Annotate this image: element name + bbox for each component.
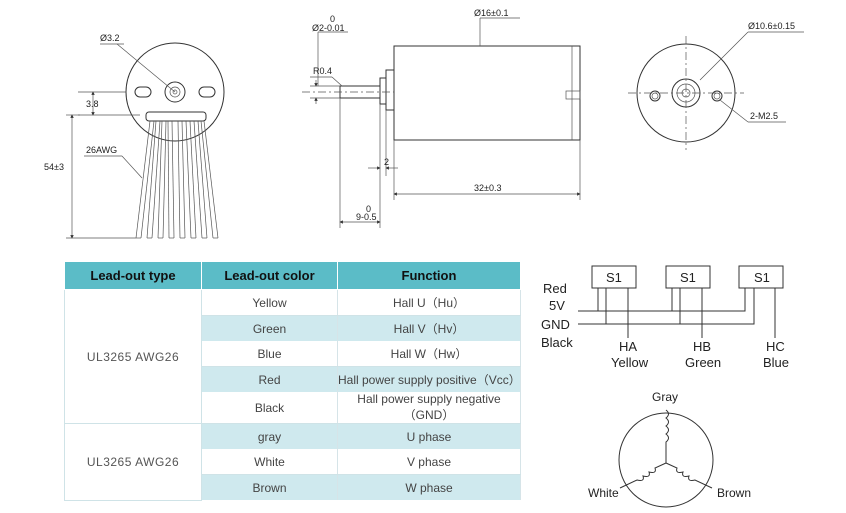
lead-function-cell: Hall W（Hw） [337,341,521,367]
wire-label-gnd: GND [541,317,570,332]
lead-function-cell: Hall power supply negative（GND） [337,392,521,424]
output-code-hb: HB [693,339,711,354]
dim-offset: 3.8 [86,99,99,109]
table-row: UL3265 AWG26 Yellow Hall U（Hu） [64,289,521,424]
output-color-green: Green [685,355,721,370]
table-row: Black Hall power supply negative（GND） [65,392,521,424]
dim-shaft-length-upper: 0 [366,204,371,214]
winding-v [619,462,667,489]
lead-color-cell: Yellow [201,289,338,316]
lead-wires [135,111,219,239]
table-row: Green Hall V（Hv） [65,315,521,341]
lead-function-cell: Hall V（Hv） [337,315,521,341]
hall-wiring-diagram: S1 S1 S1 Red 5V GND Black HA Yellow HB G… [541,265,789,370]
phase-label-left: White [588,486,619,500]
table-row: White V phase [65,449,521,475]
wire-label-black: Black [541,335,573,350]
dim-body-dia: Ø16±0.1 [474,8,508,18]
phase-label-top: Gray [652,390,678,404]
dim-radius: R0.4 [313,66,332,76]
stator-circle [618,412,714,508]
header-lead-out-type: Lead-out type [64,261,202,290]
header-lead-out-color: Lead-out color [201,261,338,290]
output-color-blue: Blue [763,355,789,370]
dim-hole-dia: Ø3.2 [100,33,120,43]
lead-function-cell: W phase [337,474,521,500]
output-color-yellow: Yellow [611,355,649,370]
dim-body-length: 32±0.3 [474,183,501,193]
lead-color-cell: Blue [201,341,338,367]
lead-function-cell: Hall power supply positive（Vcc） [337,366,521,392]
lead-function-cell: U phase [337,423,521,449]
hall-sensor-box-a [591,265,637,289]
hall-sensor-box-c [738,265,784,289]
motor-body [393,45,581,141]
sensor-label-a: S1 [606,270,622,285]
winding-u [665,409,669,463]
lead-color-cell: gray [201,423,338,449]
lead-color-cell: White [201,449,338,475]
screw-hole-right [711,90,723,102]
left-end-view: Ø3.2 3.8 26AWG [44,33,225,239]
output-code-hc: HC [766,339,785,354]
sensor-label-b: S1 [680,270,696,285]
lead-function-cell: Hall U（Hu） [337,289,521,316]
table-row: UL3265 AWG26 gray U phase [64,423,521,501]
dim-shaft-dia-upper: 0 [330,14,335,24]
lead-color-cell: Black [201,392,338,424]
lead-color-cell: Red [201,366,338,392]
dim-wire-gauge: 26AWG [86,145,117,155]
phase-label-right: Brown [717,486,751,500]
side-view: 0 Ø2-0.01 R0.4 Ø16±0.1 2 32±0.3 0 9-0.5 [302,8,581,228]
table-row: Blue Hall W（Hw） [65,341,521,367]
wire-label-5v: 5V [549,298,565,313]
phase-winding-diagram: Gray White Brown [588,390,751,508]
output-code-ha: HA [619,339,637,354]
dim-screw-holes: 2-M2.5 [750,111,778,121]
right-end-view: Ø10.6±0.15 2-M2.5 [628,21,804,150]
lead-type-group-2: UL3265 AWG26 [64,423,202,501]
lead-function-cell: V phase [337,449,521,475]
dim-boss-dia: Ø10.6±0.15 [748,21,795,31]
dim-lead-length: 54±3 [44,162,64,172]
bearing-boss [164,81,186,103]
winding-w [665,462,713,489]
lead-out-table: Lead-out type Lead-out color Function UL… [64,261,521,501]
sensor-label-c: S1 [754,270,770,285]
dim-shaft-dia-lower: Ø2-0.01 [312,23,345,33]
table-header-row: Lead-out type Lead-out color Function [64,261,521,290]
dim-step: 2 [384,157,389,167]
header-function: Function [337,261,521,290]
lead-color-cell: Brown [201,474,338,500]
wire-label-red: Red [543,281,567,296]
hall-sensor-box-b [665,265,711,289]
table-row: Brown W phase [65,474,521,500]
dim-shaft-length-lower: 9-0.5 [356,212,377,222]
lead-color-cell: Green [201,315,338,341]
mounting-slot-right [198,86,216,98]
lead-type-group-1: UL3265 AWG26 [64,289,202,424]
mounting-slot-left [134,86,152,98]
screw-hole-left [649,90,661,102]
table-row: Red Hall power supply positive（Vcc） [65,366,521,392]
